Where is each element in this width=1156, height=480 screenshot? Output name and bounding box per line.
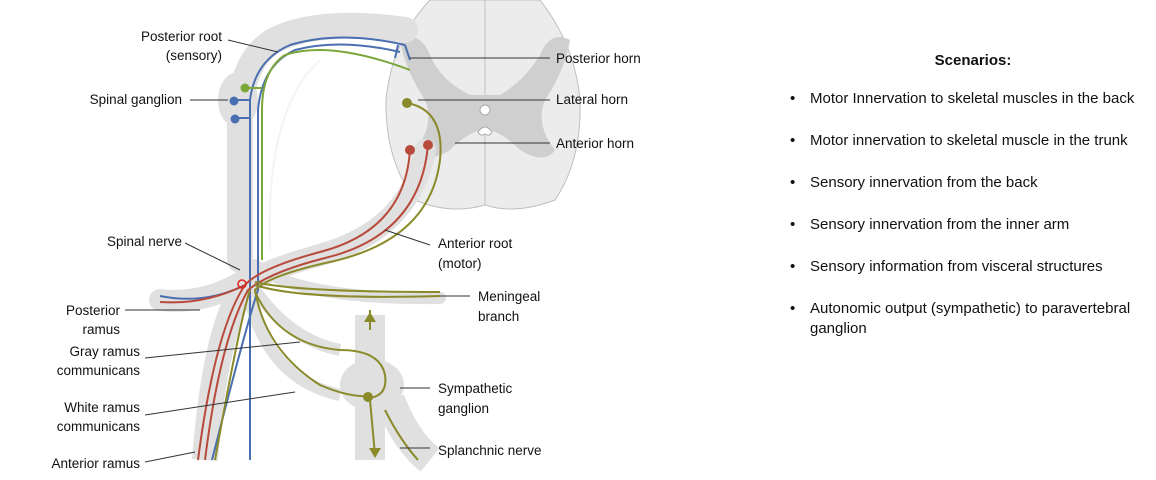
- label-sympathetic-ganglion: Sympathetic: [438, 381, 513, 396]
- highlight-marker: [237, 279, 247, 289]
- label-posterior-ramus: Posterior: [66, 303, 121, 318]
- list-item: • Sensory information from visceral struc…: [786, 257, 1136, 277]
- label-meningeal-branch-sub: branch: [478, 309, 519, 324]
- scenarios-list: • Motor Innervation to skeletal muscles i…: [786, 89, 1136, 339]
- list-item: • Autonomic output (sympathetic) to parav…: [786, 299, 1136, 339]
- leader-lines: [125, 39, 550, 463]
- label-splanchnic-nerve: Splanchnic nerve: [438, 443, 542, 458]
- list-item: • Sensory innervation from the inner arm: [786, 215, 1136, 235]
- bullet-icon: •: [790, 174, 796, 191]
- scenarios-title: Scenarios:: [934, 52, 1012, 69]
- label-posterior-horn: Posterior horn: [556, 51, 641, 66]
- bullet-icon: •: [790, 216, 796, 233]
- label-posterior-root-sub: (sensory): [166, 48, 222, 63]
- label-anterior-horn: Anterior horn: [556, 136, 634, 151]
- scenario-text: Autonomic output (sympathetic) to parave…: [810, 300, 1131, 337]
- bullet-icon: •: [790, 132, 796, 149]
- label-gray-ramus: Gray ramus: [69, 344, 140, 359]
- list-item: • Motor Innervation to skeletal muscles i…: [786, 89, 1136, 109]
- list-item: • Motor innervation to skeletal muscle in…: [786, 131, 1136, 151]
- spinal-nerve-diagram: Posterior root (sensory) Spinal ganglion…: [51, 0, 641, 472]
- autonomic-fibers: [214, 102, 442, 461]
- label-lateral-horn: Lateral horn: [556, 92, 628, 107]
- bullet-icon: •: [790, 258, 796, 275]
- label-white-ramus-sub: communicans: [57, 419, 141, 434]
- label-sympathetic-ganglion-sub: ganglion: [438, 401, 489, 416]
- label-posterior-root: Posterior root: [141, 29, 222, 44]
- label-white-ramus: White ramus: [64, 400, 140, 415]
- scenario-text: Sensory innervation from the inner arm: [810, 216, 1070, 233]
- label-spinal-nerve: Spinal nerve: [107, 234, 182, 249]
- label-meningeal-branch: Meningeal: [478, 289, 540, 304]
- label-posterior-ramus-sub: ramus: [82, 322, 120, 337]
- bullet-icon: •: [790, 300, 796, 317]
- scenario-text: Sensory information from visceral struct…: [810, 258, 1103, 275]
- label-spinal-ganglion: Spinal ganglion: [90, 92, 182, 107]
- label-anterior-root: Anterior root: [438, 236, 513, 251]
- list-item: • Sensory innervation from the back: [786, 173, 1136, 193]
- scenario-text: Motor Innervation to skeletal muscles in…: [810, 90, 1135, 107]
- label-gray-ramus-sub: communicans: [57, 363, 141, 378]
- scenario-text: Sensory innervation from the back: [810, 174, 1038, 191]
- scenarios-panel: Scenarios: • Motor Innervation to skeleta…: [786, 52, 1136, 361]
- bullet-icon: •: [790, 90, 796, 107]
- scenario-text: Motor innervation to skeletal muscle in …: [810, 132, 1128, 149]
- meningeal-sheath: [249, 259, 446, 305]
- label-anterior-root-sub: (motor): [438, 256, 482, 271]
- motor-fibers: [159, 144, 429, 461]
- label-anterior-ramus: Anterior ramus: [51, 456, 140, 471]
- gray-matter: [400, 37, 570, 158]
